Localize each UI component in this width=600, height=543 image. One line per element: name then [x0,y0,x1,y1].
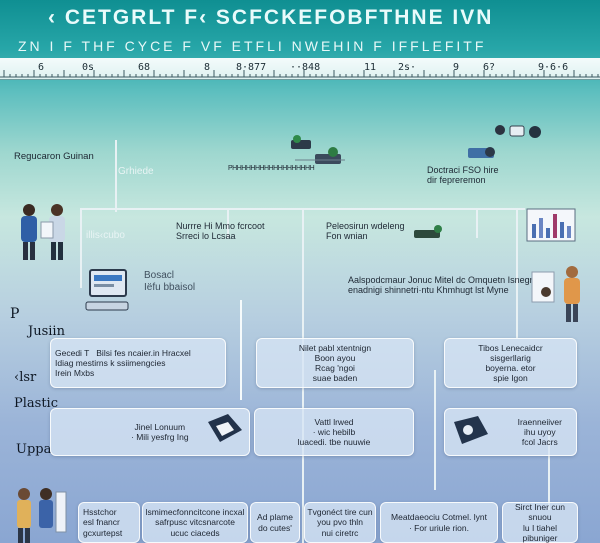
label-branch-a: Nurrre Hi Mmo fcrcoot Srreci lo Lcsaa [176,221,265,242]
diagram-subtitle: ZN I F THF CYCE F VF ETFLI NWEHIN F IFFL… [18,38,487,54]
label-regucaron: Regucaron Guinan [14,151,94,162]
label-screen-caption: Bosacl Iëfu bbaisol [144,270,196,293]
machine-cluster-icon [414,225,442,238]
machine-cluster-icon [468,125,541,158]
monitor-icon [85,269,129,311]
ruler-tick: 0s [82,62,95,73]
ruler-tick: 2s· [398,62,417,73]
label-branch-b: Peleosirun wdeleng Fon wnian [326,221,405,242]
label-faint-a: Grhiede [118,166,154,177]
panel-row2-center: Vattl lrwed · wic hebilb luacedi. tbe nu… [254,408,414,456]
connector-branch-a [227,208,229,238]
presenters-icon [531,266,580,322]
ruler-tick: 9 [453,62,460,73]
hand-card-icon [208,414,242,442]
panel-row3-c: Ad plame do cutes' [250,502,300,543]
side-label-plastic: Plastic [14,396,58,411]
hand-card-icon [454,416,488,444]
panel-row1-right: Tibos Lenecaidcr sisgerllarig boyerna. e… [444,338,577,388]
ruler-ticks-icon [0,70,600,78]
machine-cluster-icon [291,135,345,164]
side-label-p: P [10,306,20,322]
ruler-tick: ··848 [290,62,321,73]
connector-right-mid [434,370,436,490]
figures-icon [17,488,67,543]
panel-row1-center: Nilet pabl xtentnign Boon ayou Rcag 'ngo… [256,338,414,388]
connector-left [80,208,82,288]
panel-row3-e: Meatdaeociu Cotmel. lynt · For uriule ri… [380,502,498,543]
panel-row3-d: Tvgonéct tire cun you pvo thln nui ciret… [304,502,376,543]
label-faint-b: illis‹cubo [86,230,125,241]
panel-row3-f: Sirct Iner cun snuou lu I tiahel pibunig… [502,502,578,543]
ruler-tick: 9·6·6 [538,62,569,73]
connector-right-low [548,430,550,510]
chart-board-icon [526,208,576,242]
ruler-tick: 8·877 [236,62,267,73]
side-label-justin: Jusiin [28,324,65,339]
connector-up-left [115,140,117,212]
connector-spike [240,300,242,400]
ruler-tick: 6? [483,62,496,73]
ruler-tick: 6 [38,62,45,73]
label-center-note: Aalspodcmaur Jonuc Mitel dc Omquetn Isne… [348,275,540,296]
side-label-uppa: Uppa [16,442,52,457]
label-node-right: Doctraci FSO hire dir fepreremon [427,165,499,186]
panel-row1-left: Gecedi T Bilsi fes ncaier.in Hracxel Idi… [50,338,226,388]
ruler-tick: 68 [138,62,151,73]
side-label-rlst: ‹lsr [14,370,37,385]
label-node-center: PHHHHHHHHHHHHHHHHHH [228,165,315,172]
diagram-title: ‹ CETGRLT F‹ SCFCKEFOBFTHNE IVN [48,6,494,29]
panel-row3-a: Hsstchor esl fnancr gcxurtepst [78,502,140,543]
ruler-tick: 11 [364,62,377,73]
panel-row3-b: lsmimecfonncitcone incxal safrpusc vitcs… [142,502,248,543]
ruler-tick: 8 [204,62,211,73]
timeline-ruler: 6 0s 68 8 8·877 ··848 11 2s· 9 6? 9·6·6 [0,58,600,80]
people-conversation-icon [21,204,65,260]
connector-branch-b [476,208,478,238]
connector-right [516,208,518,338]
